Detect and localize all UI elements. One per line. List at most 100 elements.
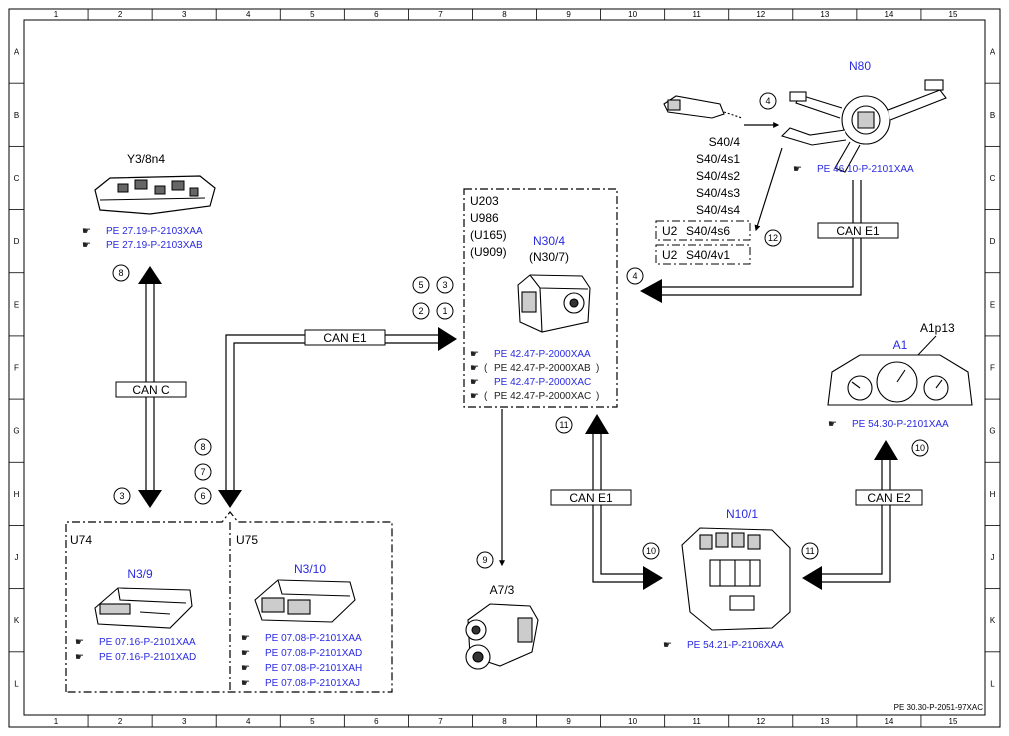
y3-ref-1[interactable]: PE 27.19-P-2103XAA [106, 226, 203, 237]
marker-3b: 3 [436, 276, 454, 294]
grid-col-top-12: 12 [756, 10, 765, 19]
n30-module-icon [517, 274, 591, 333]
marker-4b: 4 [626, 267, 644, 285]
svg-text:11: 11 [559, 420, 568, 430]
svg-text:3: 3 [119, 491, 124, 501]
grid-row-right-B: B [990, 111, 995, 120]
grid-row-right-E: E [990, 300, 995, 309]
y3-ref-icon-1: ☛ [82, 226, 91, 237]
s40-line-1: S40/4 [709, 135, 741, 149]
s40-u2a-label: U2 [662, 224, 678, 238]
grid-row-left-L: L [14, 679, 19, 688]
n3-10-ref-2[interactable]: PE 07.08-P-2101XAD [265, 648, 362, 659]
y3-module-icon [94, 175, 216, 215]
grid-col-top-11: 11 [693, 10, 702, 19]
grid-col-bottom-10: 10 [628, 717, 637, 726]
can-e1-bottom-label: CAN E1 [569, 491, 613, 505]
u74-u75-group [65, 511, 393, 693]
n30-model-1: U203 [470, 194, 499, 208]
grid-col-top-8: 8 [502, 10, 507, 19]
s40-line-2: S40/4s1 [696, 152, 740, 166]
marker-9: 9 [476, 551, 494, 569]
n80-switch-icon [780, 79, 947, 173]
svg-text:10: 10 [646, 546, 656, 556]
grid-col-top-1: 1 [54, 10, 59, 19]
n30-group-box [463, 188, 618, 408]
svg-text:7: 7 [200, 467, 205, 477]
can-c-label: CAN C [132, 383, 170, 397]
n30-ref-1[interactable]: PE 42.47-P-2000XAA [494, 349, 591, 360]
marker-11b: 11 [801, 542, 819, 560]
marker-4a: 4 [759, 92, 777, 110]
n30-ref-prefix-2: ( [484, 363, 488, 374]
y3-ref-2[interactable]: PE 27.19-P-2103XAB [106, 240, 203, 251]
s40-u2a-value: S40/4s6 [686, 224, 730, 238]
n30-ref-3[interactable]: PE 42.47-P-2000XAC [494, 377, 591, 388]
can-e2-bus: CAN E2 [802, 440, 923, 590]
grid-col-top-4: 4 [246, 10, 251, 19]
n30-ref-4[interactable]: PE 42.47-P-2000XAC [494, 391, 591, 402]
n30-model-2: U986 [470, 211, 499, 225]
n3-10-ref-icon-1: ☛ [241, 633, 250, 644]
grid-col-bottom-12: 12 [756, 717, 765, 726]
n10-ref[interactable]: PE 54.21-P-2106XAA [687, 640, 784, 651]
a1-ref[interactable]: PE 54.30-P-2101XAA [852, 419, 949, 430]
svg-text:10: 10 [915, 443, 925, 453]
grid-col-top-15: 15 [949, 10, 958, 19]
y3-ref-icon-2: ☛ [82, 240, 91, 251]
grid-row-left-E: E [14, 300, 19, 309]
svg-text:12: 12 [768, 233, 778, 243]
svg-text:11: 11 [805, 546, 814, 556]
marker-6: 6 [194, 487, 212, 505]
n80-ref[interactable]: PE 46.10-P-2101XAA [817, 164, 914, 175]
grid-col-top-7: 7 [438, 10, 443, 19]
grid-col-bottom-15: 15 [949, 717, 958, 726]
y3-name: Y3/8n4 [127, 152, 165, 166]
grid-col-bottom-5: 5 [310, 717, 315, 726]
grid-row-left-J: J [15, 553, 19, 562]
u74-label: U74 [70, 533, 92, 547]
grid-col-top-5: 5 [310, 10, 315, 19]
can-e2-label: CAN E2 [867, 491, 911, 505]
grid-row-left-H: H [14, 490, 20, 499]
n3-9-ref-1[interactable]: PE 07.16-P-2101XAA [99, 637, 196, 648]
a7-unit-icon [465, 603, 539, 670]
can-e1-left-label: CAN E1 [323, 331, 367, 345]
grid-col-bottom-3: 3 [182, 717, 187, 726]
can-e1-left-bus: CAN E1 [218, 327, 457, 508]
n3-9-ref-2[interactable]: PE 07.16-P-2101XAD [99, 652, 196, 663]
n10-name: N10/1 [726, 507, 758, 521]
marker-12: 12 [764, 229, 782, 247]
n30-ref-2[interactable]: PE 42.47-P-2000XAB [494, 363, 591, 374]
marker-2: 2 [412, 302, 430, 320]
svg-text:5: 5 [418, 280, 423, 290]
grid-row-right-K: K [990, 616, 996, 625]
can-e1-right-bus: CAN E1 [640, 180, 899, 303]
n3-10-ref-3[interactable]: PE 07.08-P-2101XAH [265, 663, 362, 674]
grid-row-left-B: B [14, 111, 19, 120]
n80-ref-icon: ☛ [793, 164, 802, 175]
s40-line-4: S40/4s3 [696, 186, 740, 200]
grid-row-left-D: D [14, 237, 20, 246]
grid-col-bottom-8: 8 [502, 717, 507, 726]
n30-alt-name: (N30/7) [529, 250, 569, 264]
grid-col-top-3: 3 [182, 10, 187, 19]
a1-name: A1 [893, 338, 908, 352]
n30-ref-icon-4: ☛ [470, 391, 479, 402]
n3-9-name: N3/9 [127, 567, 153, 581]
n3-10-ref-4[interactable]: PE 07.08-P-2101XAJ [265, 678, 360, 689]
grid-col-bottom-9: 9 [566, 717, 571, 726]
a1-ref-icon: ☛ [828, 419, 837, 430]
n3-10-ref-1[interactable]: PE 07.08-P-2101XAA [265, 633, 362, 644]
n80-name: N80 [849, 59, 871, 73]
n30-ref-suffix-2: ) [596, 363, 599, 374]
grid-col-top-14: 14 [884, 10, 893, 19]
grid-row-right-D: D [990, 237, 996, 246]
marker-1: 1 [436, 302, 454, 320]
marker-8a: 8 [112, 264, 130, 282]
grid-row-left-F: F [14, 364, 19, 373]
s40-u2b-box [655, 244, 751, 265]
